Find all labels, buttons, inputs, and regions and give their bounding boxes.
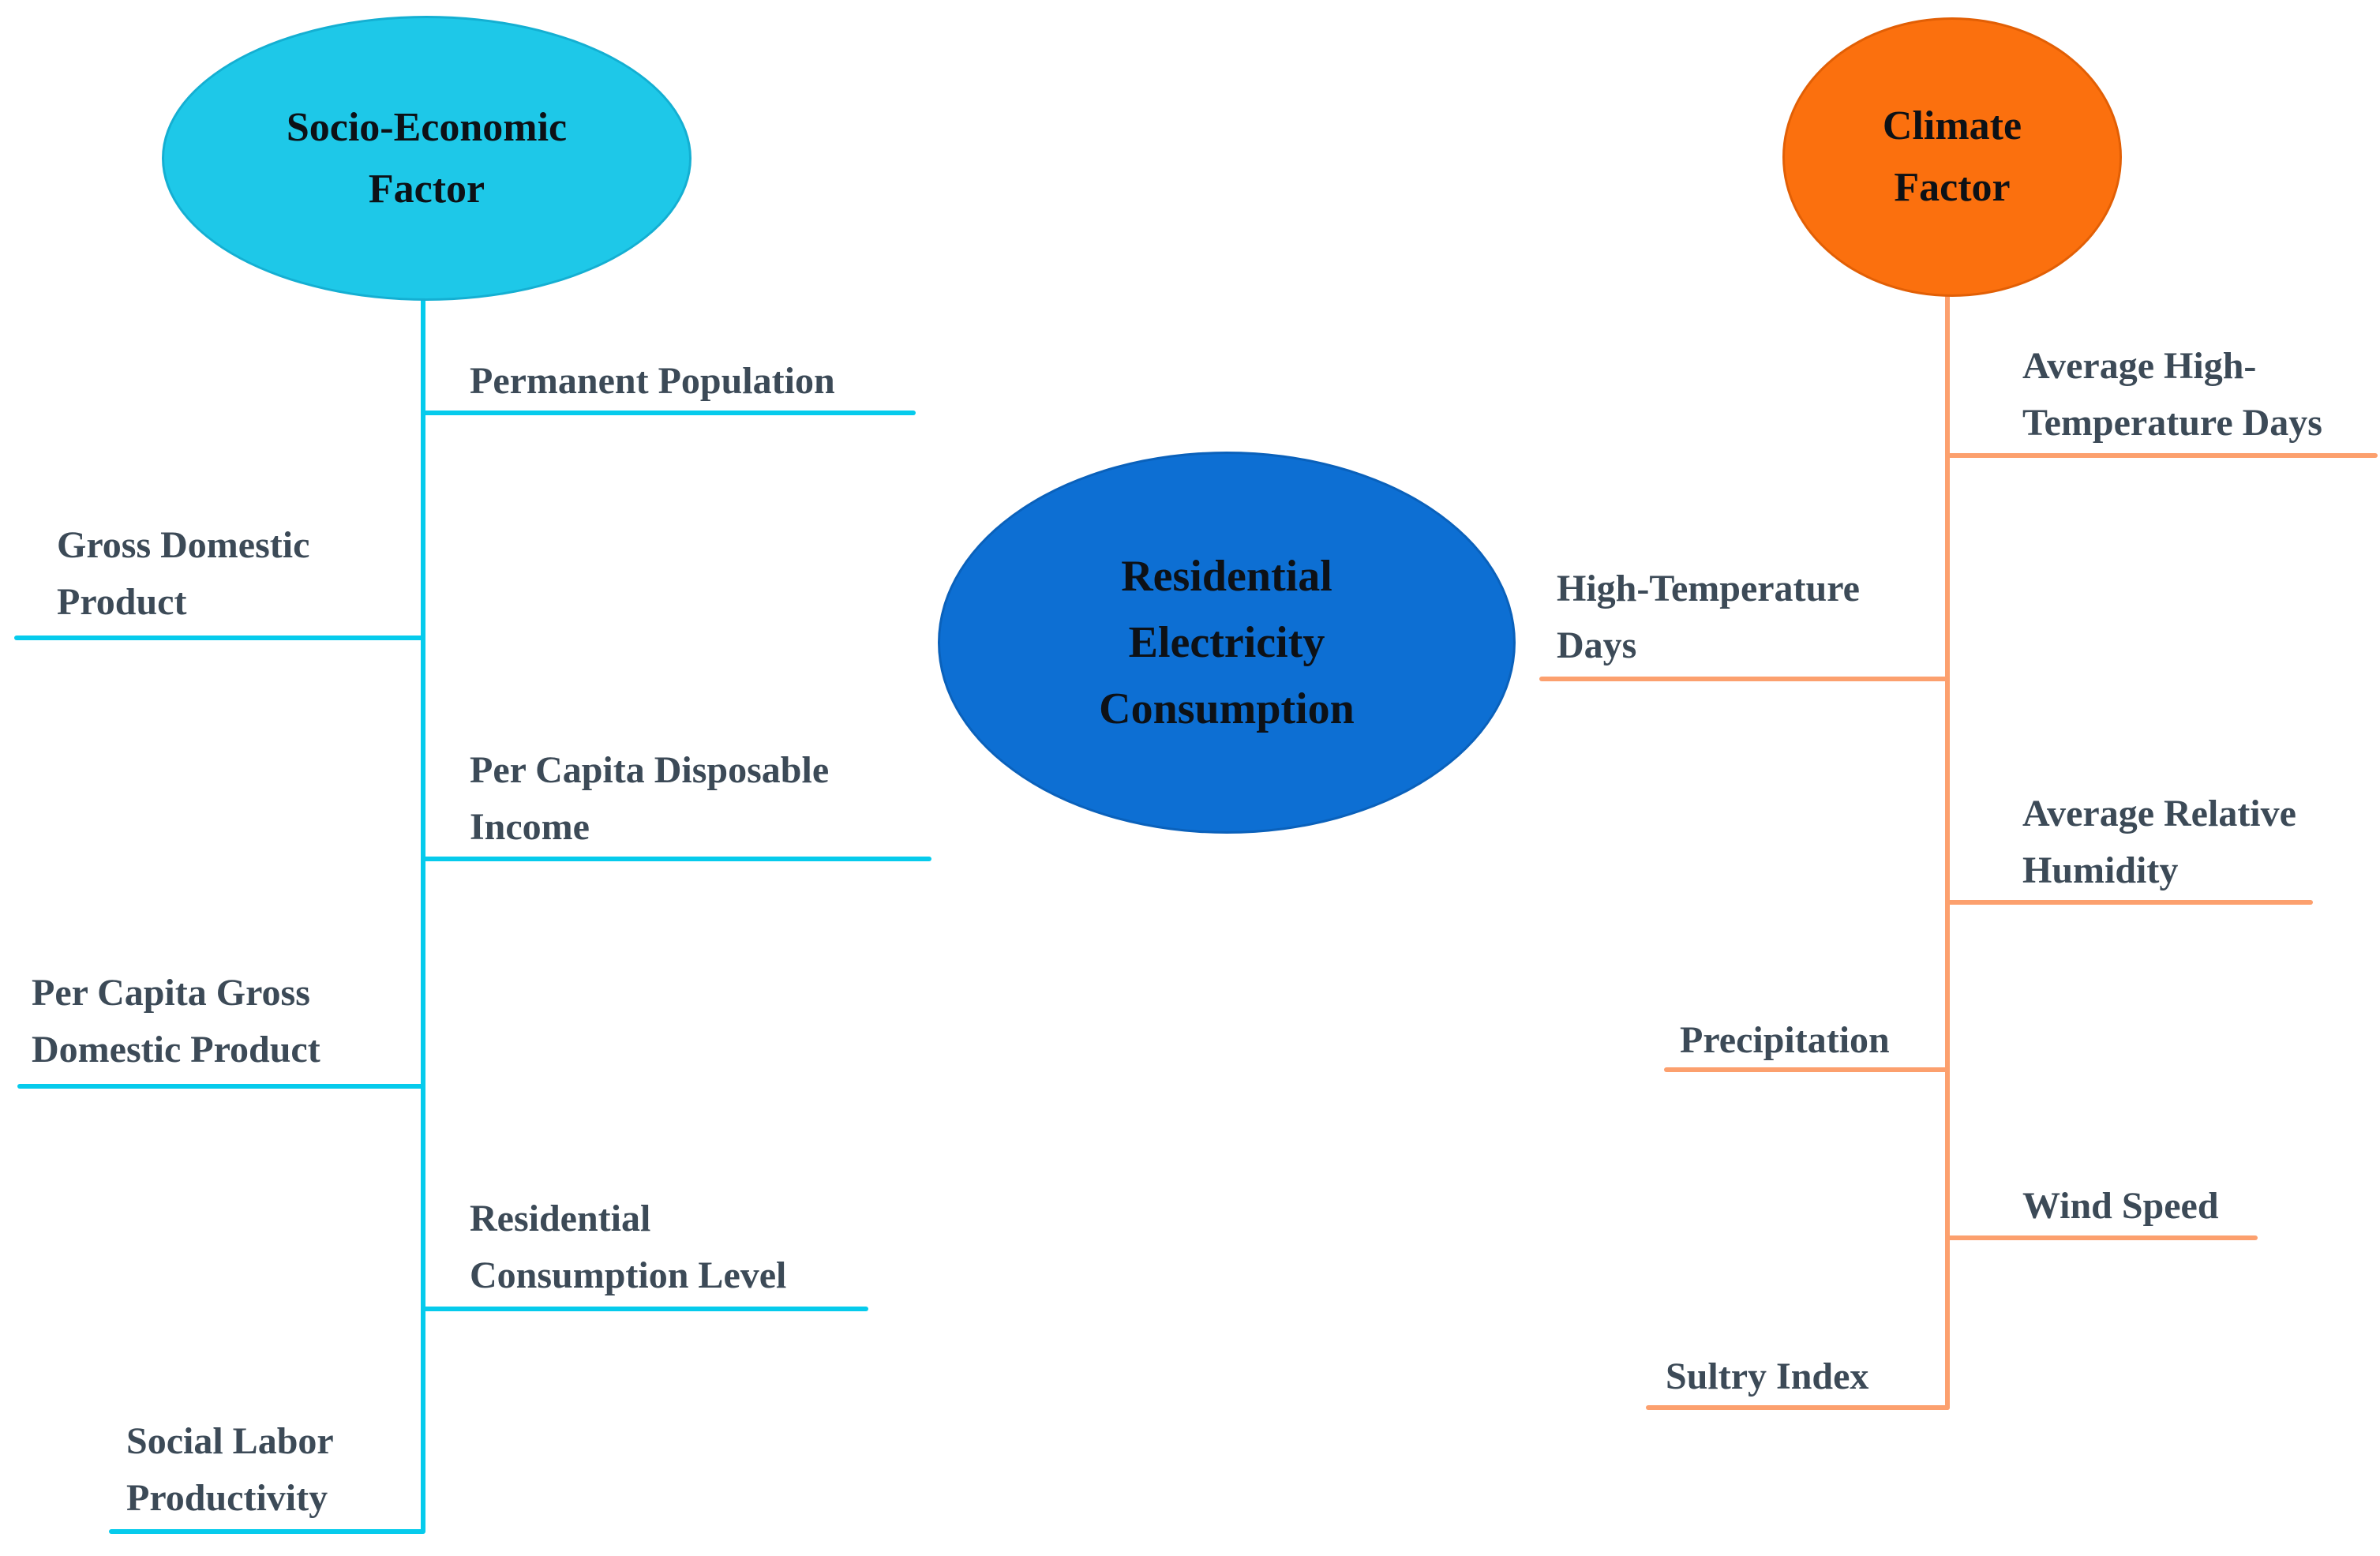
residential-electricity-consumption-label: Residential Electricity Consumption xyxy=(1099,552,1355,733)
leaf-high-temperature-days: High-Temperature Days xyxy=(1557,568,1860,666)
leaf-gross-domestic-product: Gross Domestic Product xyxy=(57,524,310,623)
socio-economic-factor-label: Socio-Economic Factor xyxy=(286,104,568,212)
socio-trunk-line xyxy=(421,294,425,1534)
climate-trunk-line xyxy=(1945,291,1950,1410)
branch-line-sultry-index xyxy=(1646,1405,1950,1410)
branch-line-average-relative-humidity xyxy=(1945,900,2313,905)
branch-line-high-temperature-days xyxy=(1539,677,1950,681)
branch-line-per-capita-disposable-income xyxy=(422,857,931,861)
branch-line-residential-consumption-level xyxy=(422,1307,868,1311)
leaf-average-relative-humidity: Average Relative Humidity xyxy=(2022,793,2296,891)
branch-line-average-high-temperature-days xyxy=(1945,453,2378,458)
leaf-per-capita-gross-domestic-product: Per Capita Gross Domestic Product xyxy=(32,972,320,1070)
leaf-sultry-index: Sultry Index xyxy=(1666,1355,1869,1397)
branch-line-social-labor-productivity xyxy=(109,1529,425,1534)
branch-line-permanent-population xyxy=(422,411,916,415)
climate-factor-node: Climate Factor xyxy=(1782,17,2122,297)
socio-economic-factor-node: Socio-Economic Factor xyxy=(162,16,692,301)
leaf-per-capita-disposable-income: Per Capita Disposable Income xyxy=(470,749,830,848)
branch-line-gross-domestic-product xyxy=(14,636,425,640)
branch-line-precipitation xyxy=(1664,1067,1950,1072)
leaf-wind-speed: Wind Speed xyxy=(2022,1185,2219,1227)
leaf-permanent-population: Permanent Population xyxy=(470,360,835,402)
branch-line-per-capita-gross-domestic-product xyxy=(17,1084,425,1089)
branch-line-wind-speed xyxy=(1945,1235,2258,1240)
leaf-precipitation: Precipitation xyxy=(1680,1019,1890,1061)
climate-factor-label: Climate Factor xyxy=(1882,103,2022,210)
leaf-average-high-temperature-days: Average High- Temperature Days xyxy=(2022,345,2322,444)
leaf-residential-consumption-level: Residential Consumption Level xyxy=(470,1198,787,1296)
leaf-social-labor-productivity: Social Labor Productivity xyxy=(126,1420,334,1519)
residential-electricity-consumption-node: Residential Electricity Consumption xyxy=(938,452,1516,834)
